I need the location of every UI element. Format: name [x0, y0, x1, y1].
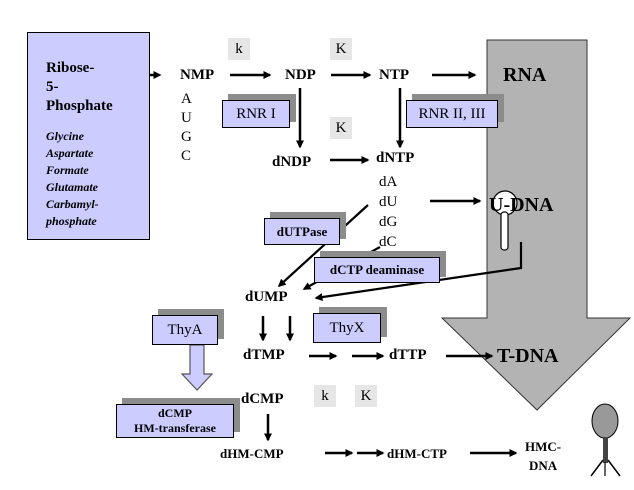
- amino-line-4: Glutamate: [46, 180, 99, 194]
- big-grey-arrow: [440, 39, 632, 411]
- node-dntp: dNTP: [376, 150, 415, 166]
- arrow-du-to-dump: [277, 204, 369, 288]
- dcmp-hm-line-1: dCMP: [158, 406, 192, 420]
- node-dtmp: dTMP: [243, 347, 285, 363]
- node-dump: dUMP: [245, 289, 288, 305]
- arrow-udna-to-dump: [314, 242, 523, 302]
- nmp-base-c: C: [181, 148, 192, 164]
- amino-line-6: phosphate: [46, 214, 97, 228]
- hmcdna-line-2: DNA: [528, 458, 558, 473]
- kinase-label-k1: k: [228, 38, 250, 60]
- precursor-box: Ribose- 5- Phosphate Glycine Aspartate F…: [27, 32, 150, 240]
- node-ndp: NDP: [285, 67, 316, 83]
- nmp-base-g: G: [181, 129, 192, 145]
- kinase-label-K3: K: [355, 385, 377, 407]
- enzyme-dutpase: dUTPase: [264, 218, 340, 245]
- node-ntp: NTP: [379, 67, 409, 83]
- dntp-base-dg: dG: [379, 214, 398, 230]
- dntp-base-du: dU: [379, 194, 398, 210]
- nmp-base-u: U: [181, 110, 192, 126]
- enzyme-thyx: ThyX: [313, 313, 381, 343]
- node-hmcdna: HMC- DNA: [525, 437, 561, 475]
- bacteriophage-icon: [590, 403, 621, 477]
- thya-hollow-arrow: [180, 344, 214, 391]
- enzyme-dcmp-hm-transferase: dCMP HM-transferase: [116, 404, 234, 438]
- node-dcmp: dCMP: [241, 391, 284, 407]
- ribose-line-3: Phosphate: [46, 98, 113, 114]
- dntp-base-dc: dC: [379, 234, 397, 250]
- node-tdna: T-DNA: [497, 345, 559, 367]
- node-dttp: dTTP: [389, 347, 427, 363]
- enzyme-rnr1: RNR I: [222, 100, 290, 128]
- node-dhmctp: dHM-CTP: [387, 446, 447, 461]
- node-udna: U-DNA: [489, 194, 554, 216]
- uracil-dna-lollipop-icon: [492, 190, 518, 251]
- enzyme-rnr23: RNR II, III: [406, 100, 498, 128]
- node-nmp: NMP: [180, 67, 215, 83]
- hmcdna-line-1: HMC-: [525, 439, 562, 454]
- node-dndp: dNDP: [272, 154, 312, 170]
- enzyme-dctp-deaminase: dCTP deaminase: [314, 257, 440, 283]
- nmp-bases: A U G C: [181, 90, 192, 166]
- dcmp-hm-line-2: HM-transferase: [134, 421, 216, 435]
- node-dhmcmp: dHM-CMP: [220, 446, 284, 461]
- ribose-line-2: 5-: [46, 79, 59, 95]
- amino-line-1: Glycine: [46, 129, 84, 143]
- amino-line-2: Aspartate: [46, 146, 94, 160]
- kinase-label-K2: K: [330, 117, 352, 139]
- amino-line-5: Carbamyl-: [46, 197, 99, 211]
- enzyme-thya: ThyA: [152, 315, 218, 345]
- kinase-label-k2: k: [314, 385, 336, 407]
- kinase-label-K1: K: [330, 38, 352, 60]
- dntp-base-da: dA: [379, 174, 398, 190]
- ribose-line-1: Ribose-: [46, 60, 95, 76]
- nmp-base-a: A: [181, 91, 192, 107]
- node-rna: RNA: [503, 64, 547, 86]
- dntp-bases: dA dU dG dC: [379, 172, 397, 252]
- amino-line-3: Formate: [46, 163, 89, 177]
